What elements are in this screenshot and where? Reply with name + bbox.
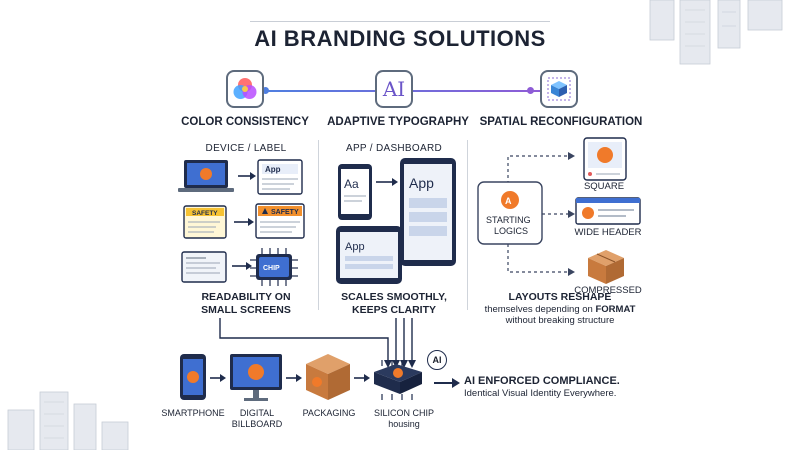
typography-caption-line1: SCALES SMOOTHLY, <box>341 291 447 303</box>
color-panel-illustrations: App SAFETY SAFETY <box>178 159 305 286</box>
packaging-label: PACKAGING <box>302 408 356 418</box>
result-subtitle: Identical Visual Identity Everywhere. <box>464 388 617 399</box>
color-wheel-icon <box>226 70 264 108</box>
compressed-label: COMPRESSED <box>574 285 642 296</box>
safety-label-small-text: SAFETY <box>192 210 218 217</box>
safety-label-large: SAFETY <box>255 203 305 239</box>
phone-aa-text: Aa <box>344 177 359 191</box>
connector-dot-left <box>262 87 269 94</box>
spatial-caption-line3: without breaking structure <box>505 315 615 326</box>
spatial-panel-illustrations: A STARTING LOGICS <box>477 137 641 284</box>
silicon-chip-label-line1: SILICON CHIP <box>373 408 434 418</box>
silicon-chip-icon <box>374 360 422 400</box>
square-label: SQUARE <box>583 181 625 192</box>
color-panel-subtitle: DEVICE / LABEL <box>205 143 287 154</box>
billboard-label-line2: BILLBOARD <box>231 419 283 429</box>
connector-dot-right <box>527 87 534 94</box>
chip-icon: CHIP <box>250 248 298 286</box>
color-caption-line2: SMALL SCREENS <box>201 304 291 316</box>
tablet-app-text: App <box>409 175 434 191</box>
landscape-app-text: App <box>345 241 365 253</box>
smartphone-icon <box>180 354 206 400</box>
starting-logics-line1: STARTING <box>486 215 531 225</box>
square-format-icon <box>583 137 627 181</box>
feature-label-typography: ADAPTIVE TYPOGRAPHY <box>327 116 469 128</box>
result-arrow <box>434 382 454 384</box>
feature-label-color: COLOR CONSISTENCY <box>181 116 309 128</box>
billboard-icon <box>230 354 282 401</box>
landscape-tablet-icon: App <box>336 226 402 284</box>
spatial-caption-line2-pre: themselves depending on <box>484 304 596 315</box>
typography-panel-caption: SCALES SMOOTHLY, KEEPS CLARITY <box>324 291 464 317</box>
ai-badge-text: AI <box>432 355 442 365</box>
result-arrow-head <box>452 378 460 388</box>
wide-header-label: WIDE HEADER <box>574 227 642 238</box>
building-decoration-top-right <box>649 0 783 65</box>
billboard-label: DIGITAL BILLBOARD <box>222 408 292 430</box>
spatial-caption-format: FORMAT <box>595 304 636 315</box>
building-decoration-bottom-left <box>7 391 129 450</box>
tablet-app-icon: App <box>400 158 456 266</box>
svg-text:A: A <box>505 196 512 206</box>
app-label-card: App <box>257 159 303 195</box>
color-panel-caption: READABILITY ON SMALL SCREENS <box>176 291 316 317</box>
compressed-box-icon <box>588 250 624 284</box>
phone-aa-icon: Aa <box>338 164 372 220</box>
spatial-caption-line2: themselves depending on FORMAT <box>470 304 650 315</box>
safety-label-large-text: SAFETY <box>271 209 299 216</box>
column-divider-1 <box>318 140 319 310</box>
safety-label-small: SAFETY <box>183 205 227 239</box>
page-title: AI BRANDING SOLUTIONS <box>254 26 546 51</box>
spatial-panel-caption: LAYOUTS RESHAPE themselves depending on … <box>470 291 650 326</box>
typography-caption-line2: KEEPS CLARITY <box>351 304 436 316</box>
package-icon <box>306 354 350 400</box>
result-text: AI ENFORCED COMPLIANCE. Identical Visual… <box>464 375 664 399</box>
laptop-icon <box>178 160 234 192</box>
smartphone-label: SMARTPHONE <box>161 408 225 418</box>
app-label-text: App <box>265 165 281 174</box>
starting-logics-box: A STARTING LOGICS <box>477 181 543 245</box>
title-rule <box>250 21 550 22</box>
result-title: AI ENFORCED COMPLIANCE. <box>464 375 620 387</box>
column-divider-2 <box>467 140 468 310</box>
billboard-label-line1: DIGITAL <box>239 408 275 418</box>
ai-typography-icon-text: AI <box>382 77 406 101</box>
silicon-chip-label: SILICON CHIP housing <box>364 408 444 430</box>
color-caption-line1: READABILITY ON <box>201 291 291 303</box>
spatial-caption-line1: LAYOUTS RESHAPE <box>508 291 612 303</box>
silicon-chip-label-line2: housing <box>388 419 420 429</box>
typography-panel-illustrations: Aa App App <box>336 158 456 284</box>
feature-label-spatial: SPATIAL RECONFIGURATION <box>479 116 643 128</box>
chip-label-text: CHIP <box>263 265 280 272</box>
ai-typography-icon: AI <box>375 70 413 108</box>
text-card <box>181 251 227 283</box>
wide-header-icon <box>575 197 641 225</box>
bottom-flow-icons <box>180 354 422 401</box>
starting-logics-line2: LOGICS <box>494 226 528 236</box>
3d-cube-icon <box>540 70 578 108</box>
typography-panel-subtitle: APP / DASHBOARD <box>345 143 442 154</box>
ai-badge: AI <box>427 350 447 370</box>
